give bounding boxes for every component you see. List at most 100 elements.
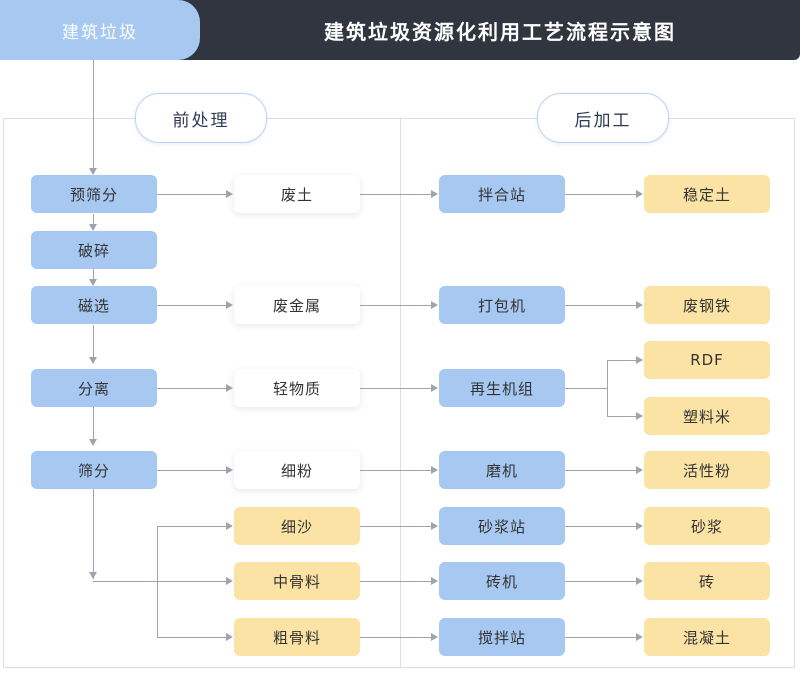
node-coarse-aggregate-label: 粗骨料: [272, 628, 321, 647]
node-light-matter[interactable]: 轻物质: [234, 369, 360, 407]
node-scrap-steel-label: 废钢铁: [682, 296, 731, 315]
node-mixing-station[interactable]: 拌合站: [439, 175, 565, 213]
node-coarse-aggregate[interactable]: 粗骨料: [234, 618, 360, 656]
node-scrap-steel[interactable]: 废钢铁: [644, 286, 770, 324]
node-mortar-label: 砂浆: [690, 517, 723, 536]
arrowhead-batching-plant-to-concrete: [636, 633, 643, 641]
arrowhead-fine-sand-to-mortar-station: [431, 522, 438, 530]
arrowhead-bus-to-medium-aggregate: [226, 577, 233, 585]
node-waste-metal[interactable]: 废金属: [234, 286, 360, 324]
node-rdf[interactable]: RDF: [644, 341, 770, 379]
node-fine-powder[interactable]: 细粉: [234, 451, 360, 489]
stage-label-pre-text: 前处理: [172, 110, 230, 131]
node-concrete[interactable]: 混凝土: [644, 618, 770, 656]
connector-mortar-station-to-mortar: [565, 526, 638, 527]
node-pre-screen-label: 预筛分: [69, 185, 118, 204]
node-separation-label: 分离: [77, 379, 110, 398]
arrowhead-mill-to-active-powder: [636, 466, 643, 474]
node-pre-screen[interactable]: 预筛分: [31, 175, 157, 213]
arrowhead-baler-to-scrap-steel: [636, 301, 643, 309]
node-regeneration-unit-label: 再生机组: [469, 379, 534, 398]
connector-pre-screen-to-crush: [93, 214, 94, 228]
node-regeneration-unit[interactable]: 再生机组: [439, 369, 565, 407]
node-active-powder[interactable]: 活性粉: [644, 451, 770, 489]
arrowhead-tab-to-pre-screen: [89, 168, 97, 175]
diagram-frame: [3, 118, 795, 668]
node-plastic-pellet[interactable]: 塑料米: [644, 397, 770, 435]
arrowhead-coarse-aggregate-to-batching-plant: [431, 633, 438, 641]
stage-label-post-processing[interactable]: 后加工: [537, 93, 669, 143]
node-waste-soil[interactable]: 废土: [234, 175, 360, 213]
node-stabilized-soil-label: 稳定土: [682, 185, 731, 204]
arrowhead-screen-to-aggregate-bus: [89, 572, 97, 579]
node-baler[interactable]: 打包机: [439, 286, 565, 324]
connector-separate-to-light-matter: [157, 388, 228, 389]
arrowhead-crush-to-magnetic: [89, 279, 97, 286]
node-screening-label: 筛分: [77, 461, 110, 480]
node-separation[interactable]: 分离: [31, 369, 157, 407]
node-fine-sand[interactable]: 细沙: [234, 507, 360, 545]
stage-label-post-text: 后加工: [574, 110, 632, 131]
arrowhead-bus-to-fine-sand: [226, 522, 233, 530]
node-mill[interactable]: 磨机: [439, 451, 565, 489]
arrowhead-regen-unit-to-plastic-pellet: [636, 412, 643, 420]
connector-regen-unit-to-plastic-pellet: [607, 416, 638, 417]
connector-aggregate-branch-bus: [157, 526, 158, 637]
connector-regen-unit-to-rdf: [607, 360, 638, 361]
connector-waste-metal-to-baler: [360, 305, 433, 306]
connector-pre-screen-to-waste-soil: [157, 194, 228, 195]
node-light-matter-label: 轻物质: [272, 379, 321, 398]
node-waste-soil-label: 废土: [280, 185, 313, 204]
arrowhead-waste-soil-to-mixing-station: [431, 190, 438, 198]
connector-fine-sand-to-mortar-station: [360, 526, 433, 527]
node-mill-label: 磨机: [485, 461, 518, 480]
node-fine-powder-label: 细粉: [280, 461, 313, 480]
node-crush[interactable]: 破碎: [31, 231, 157, 269]
connector-waste-soil-to-mixing-station: [360, 194, 433, 195]
arrowhead-pre-screen-to-crush: [89, 224, 97, 231]
node-screening[interactable]: 筛分: [31, 451, 157, 489]
connector-brick-machine-to-brick: [565, 581, 638, 582]
node-brick-machine-label: 砖机: [485, 572, 518, 591]
connector-separate-to-screen: [93, 407, 94, 443]
node-waste-metal-label: 废金属: [272, 296, 321, 315]
connector-crush-to-magnetic: [93, 269, 94, 283]
connector-magnetic-to-waste-metal: [157, 305, 228, 306]
connector-tab-to-pre-screen: [93, 60, 94, 170]
connector-screen-to-fine-powder: [157, 470, 228, 471]
node-active-powder-label: 活性粉: [682, 461, 731, 480]
arrowhead-magnetic-to-separate: [89, 357, 97, 364]
node-batching-plant[interactable]: 搅拌站: [439, 618, 565, 656]
arrowhead-waste-metal-to-baler: [431, 301, 438, 309]
node-medium-aggregate-label: 中骨料: [272, 572, 321, 591]
node-stabilized-soil[interactable]: 稳定土: [644, 175, 770, 213]
node-medium-aggregate[interactable]: 中骨料: [234, 562, 360, 600]
arrowhead-medium-aggregate-to-brick-machine: [431, 577, 438, 585]
connector-regen-unit-stem: [565, 388, 608, 389]
page-title-text: 建筑垃圾资源化利用工艺流程示意图: [324, 19, 676, 44]
node-batching-plant-label: 搅拌站: [477, 628, 526, 647]
connector-aggregate-bus-horizontal: [93, 581, 228, 582]
connector-bus-to-fine-sand: [157, 526, 228, 527]
connector-bus-to-coarse-aggregate: [157, 637, 228, 638]
node-fine-sand-label: 细沙: [280, 517, 313, 536]
connector-coarse-aggregate-to-batching-plant: [360, 637, 433, 638]
node-crush-label: 破碎: [77, 241, 110, 260]
arrowhead-brick-machine-to-brick: [636, 577, 643, 585]
node-rdf-label: RDF: [690, 351, 724, 369]
arrowhead-separate-to-screen: [89, 439, 97, 446]
node-magnetic-separation[interactable]: 磁选: [31, 286, 157, 324]
connector-light-matter-to-regen-unit: [360, 388, 433, 389]
arrowhead-fine-powder-to-mill: [431, 466, 438, 474]
stage-label-pre-processing[interactable]: 前处理: [135, 93, 267, 143]
arrowhead-pre-screen-to-waste-soil: [226, 190, 233, 198]
node-brick[interactable]: 砖: [644, 562, 770, 600]
connector-mill-to-active-powder: [565, 470, 638, 471]
node-mortar-station[interactable]: 砂浆站: [439, 507, 565, 545]
connector-batching-plant-to-concrete: [565, 637, 638, 638]
header-tab-label: 建筑垃圾: [62, 22, 138, 43]
section-divider: [400, 118, 401, 668]
node-brick-machine[interactable]: 砖机: [439, 562, 565, 600]
header-tab[interactable]: 建筑垃圾: [0, 0, 200, 60]
node-mortar[interactable]: 砂浆: [644, 507, 770, 545]
